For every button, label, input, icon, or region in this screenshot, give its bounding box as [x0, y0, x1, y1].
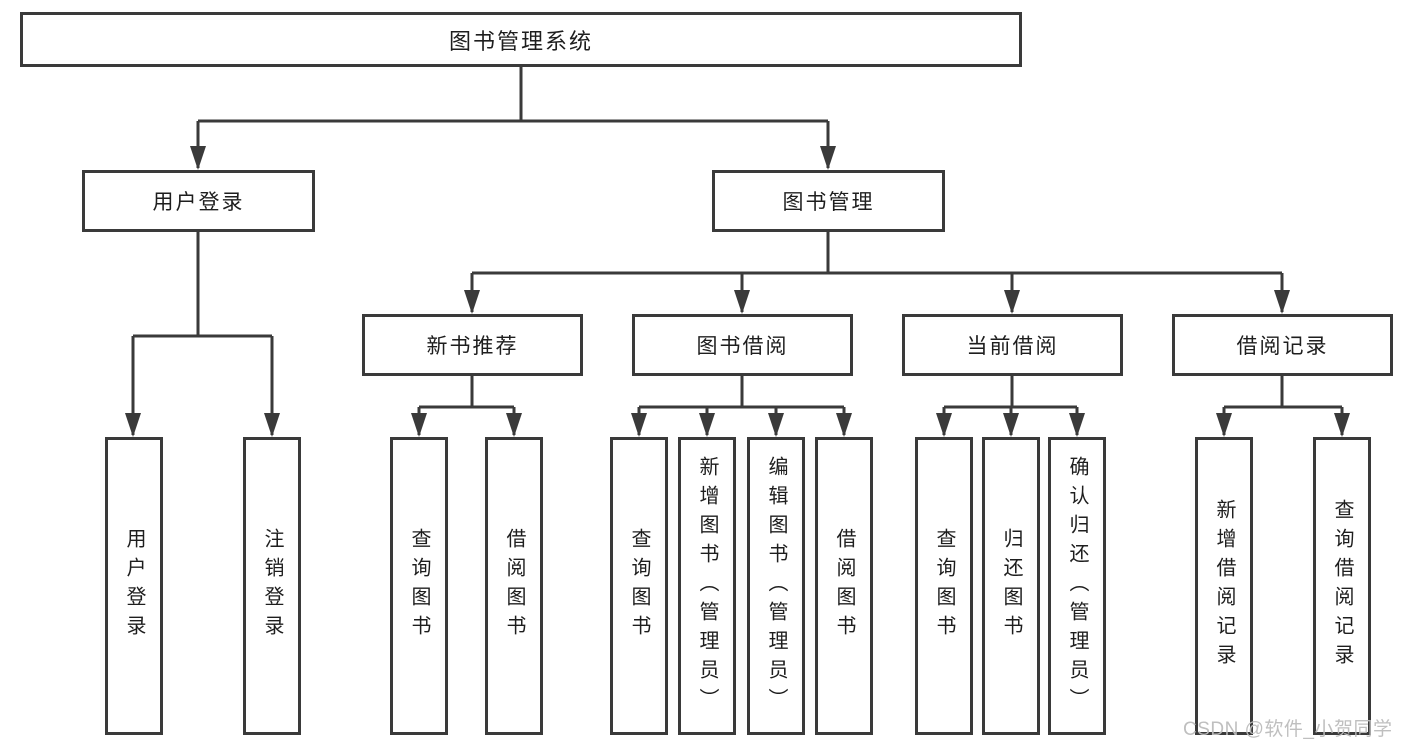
node-leaf-logout: 注销登录	[243, 437, 301, 735]
node-leaf-borrow-books: 借阅图书	[815, 437, 873, 735]
node-leaf-user-login: 用户登录	[105, 437, 163, 735]
node-leaf-query-books-current: 查询图书	[915, 437, 973, 735]
node-leaf-query-borrow-record: 查询借阅记录	[1313, 437, 1371, 735]
node-book-borrowing: 图书借阅	[632, 314, 853, 376]
node-library-management-system: 图书管理系统	[20, 12, 1022, 67]
node-book-management: 图书管理	[712, 170, 945, 232]
node-leaf-return-books: 归还图书	[982, 437, 1040, 735]
node-leaf-add-borrow-record: 新增借阅记录	[1195, 437, 1253, 735]
node-leaf-add-books-admin: 新增图书（管理员）	[678, 437, 736, 735]
node-new-book-recommendation: 新书推荐	[362, 314, 583, 376]
node-leaf-confirm-return-admin: 确认归还（管理员）	[1048, 437, 1106, 735]
node-leaf-query-books-borrow: 查询图书	[610, 437, 668, 735]
node-leaf-borrow-books-recommend: 借阅图书	[485, 437, 543, 735]
node-user-login: 用户登录	[82, 170, 315, 232]
node-leaf-query-books-recommend: 查询图书	[390, 437, 448, 735]
node-borrowing-records: 借阅记录	[1172, 314, 1393, 376]
node-leaf-edit-books-admin: 编辑图书（管理员）	[747, 437, 805, 735]
node-current-borrowing: 当前借阅	[902, 314, 1123, 376]
csdn-watermark: CSDN @软件_小贺同学	[1183, 719, 1393, 740]
